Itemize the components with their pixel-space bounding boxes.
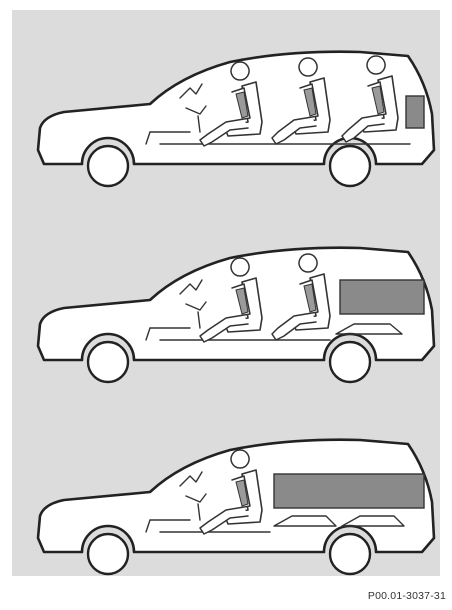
illustration-panel: [12, 10, 440, 576]
front-wheel: [88, 534, 128, 574]
cargo-area-medium: [340, 280, 424, 314]
front-wheel: [88, 146, 128, 186]
car-two-rows: [30, 238, 448, 396]
cargo-area-small: [406, 96, 424, 128]
rear-wheel: [330, 146, 370, 186]
figure-code-label: P00.01-3037-31: [368, 590, 446, 602]
car-three-rows: [30, 42, 448, 200]
front-wheel: [88, 342, 128, 382]
rear-wheel: [330, 534, 370, 574]
rear-wheel: [330, 342, 370, 382]
car-one-row: [30, 430, 448, 588]
cargo-area-large: [274, 474, 424, 508]
